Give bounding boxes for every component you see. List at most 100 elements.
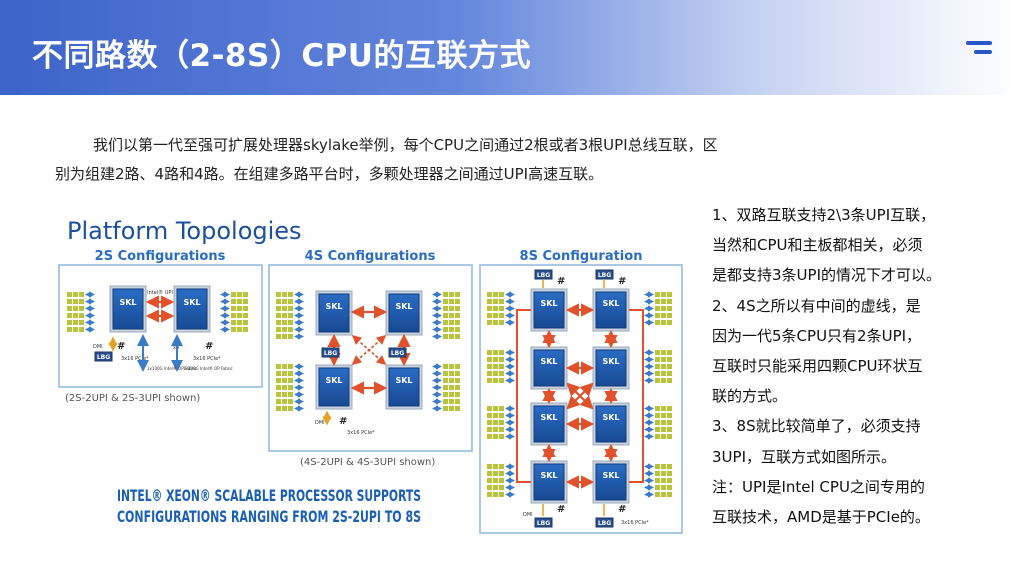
- memory-block: [276, 406, 281, 411]
- memory-block: [499, 350, 504, 355]
- memory-block: [443, 313, 448, 318]
- memory-block: [655, 357, 660, 362]
- memory-block: [493, 313, 498, 318]
- memory-block: [282, 406, 287, 411]
- memory-block: [493, 434, 498, 439]
- memory-block: [667, 306, 672, 311]
- memory-block: [79, 327, 84, 332]
- memory-block: [661, 299, 666, 304]
- memory-block: [237, 327, 242, 332]
- memory-block: [443, 306, 448, 311]
- memory-block: [443, 385, 448, 390]
- memory-block: [487, 492, 492, 497]
- memory-block: [276, 327, 281, 332]
- memory-block: [667, 292, 672, 297]
- memory-block: [493, 306, 498, 311]
- memory-block: [455, 299, 460, 304]
- memory-block: [655, 320, 660, 325]
- memory-block: [655, 350, 660, 355]
- memory-block: [499, 320, 504, 325]
- memory-block: [231, 299, 236, 304]
- note-line: 1、双路互联支持2\3条UPI互联，: [712, 206, 936, 224]
- chip-label: SKL: [540, 299, 557, 308]
- memory-block: [276, 392, 281, 397]
- memory-block: [493, 492, 498, 497]
- memory-block: [79, 320, 84, 325]
- pcie-hash-icon: #: [557, 504, 565, 515]
- memory-block: [243, 306, 248, 311]
- memory-block: [499, 485, 504, 490]
- skl-chip: [533, 349, 565, 387]
- skl-chip: [595, 291, 627, 329]
- memory-block: [499, 492, 504, 497]
- memory-block: [655, 313, 660, 318]
- note-line: 2、4S之所以有中间的虚线，是: [712, 296, 921, 315]
- memory-block: [449, 399, 454, 404]
- memory-block: [276, 385, 281, 390]
- memory-block: [443, 327, 448, 332]
- memory-block: [667, 406, 672, 411]
- memory-block: [282, 378, 287, 383]
- intro-line-2: 别为组建2路、4路和4路。在组建多路平台时，多颗处理器之间通过UPI高速互联。: [55, 165, 604, 183]
- lbg-label: LBG: [97, 354, 110, 361]
- lbg-chip: [534, 269, 553, 280]
- memory-block: [449, 385, 454, 390]
- memory-block: [455, 364, 460, 369]
- memory-block: [282, 327, 287, 332]
- memory-block: [443, 392, 448, 397]
- memory-block: [67, 292, 72, 297]
- memory-block: [667, 492, 672, 497]
- memory-block: [487, 299, 492, 304]
- memory-block: [237, 299, 242, 304]
- lbg-chip: [388, 347, 407, 358]
- pcie-hash-icon: #: [618, 276, 626, 287]
- memory-block: [288, 292, 293, 297]
- memory-block: [455, 385, 460, 390]
- memory-block: [243, 327, 248, 332]
- memory-block: [667, 364, 672, 369]
- memory-block: [667, 420, 672, 425]
- memory-block: [499, 378, 504, 383]
- memory-block: [243, 299, 248, 304]
- memory-block: [231, 292, 236, 297]
- upi-link: [566, 382, 594, 410]
- memory-block: [499, 364, 504, 369]
- memory-block: [661, 434, 666, 439]
- dmi-label: DMI: [93, 344, 103, 350]
- memory-block: [449, 292, 454, 297]
- memory-block: [661, 350, 666, 355]
- memory-block: [67, 306, 72, 311]
- memory-block: [73, 292, 78, 297]
- memory-block: [455, 292, 460, 297]
- memory-block: [493, 320, 498, 325]
- memory-block: [667, 357, 672, 362]
- memory-block: [667, 320, 672, 325]
- memory-block: [661, 313, 666, 318]
- note-line: 当然和CPU和主板都相关，必须: [712, 236, 923, 255]
- memory-block: [282, 299, 287, 304]
- memory-block: [449, 378, 454, 383]
- memory-block: [282, 392, 287, 397]
- panel-2s-caption: (2S-2UPI & 2S-3UPI shown): [65, 393, 200, 404]
- memory-block: [449, 313, 454, 318]
- memory-block: [443, 299, 448, 304]
- memory-block: [79, 306, 84, 311]
- memory-block: [288, 406, 293, 411]
- banner-line-2: CONFIGURATIONS RANGING FROM 2S-2UPI TO 8…: [117, 507, 421, 526]
- memory-block: [667, 313, 672, 318]
- memory-block: [655, 299, 660, 304]
- memory-block: [282, 313, 287, 318]
- memory-block: [655, 471, 660, 476]
- memory-block: [67, 313, 72, 318]
- memory-block: [276, 306, 281, 311]
- skl-chip: [533, 463, 565, 501]
- memory-block: [449, 306, 454, 311]
- memory-block: [499, 427, 504, 432]
- memory-block: [655, 478, 660, 483]
- upi-label: Intel® UPI: [147, 289, 173, 296]
- memory-block: [487, 320, 492, 325]
- memory-block: [661, 478, 666, 483]
- memory-block: [661, 464, 666, 469]
- skl-chip: [176, 288, 208, 330]
- lbg-chip: [321, 347, 340, 358]
